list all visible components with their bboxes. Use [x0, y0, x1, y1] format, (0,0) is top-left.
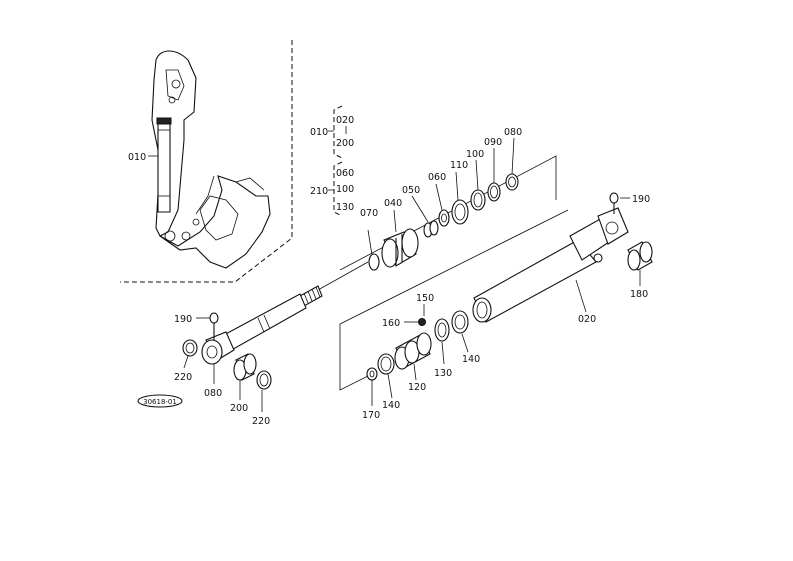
part-120-gland: 120 — [394, 332, 432, 393]
label-080-eye: 080 — [204, 388, 222, 399]
part-190-grease-left: 190 — [174, 312, 219, 340]
label-140-upper: 140 — [462, 354, 480, 365]
part-140-ring-lower: 140 — [377, 353, 400, 411]
label-060-group: 060 — [336, 168, 354, 179]
part-040-piston: 040 — [381, 198, 419, 268]
part-020-cylinder-tube: 020 — [339, 207, 629, 325]
label-020-tube: 020 — [578, 314, 596, 325]
label-220-right: 220 — [252, 416, 270, 427]
label-010-machine: 010 — [128, 152, 146, 163]
part-110-seal: 110 — [450, 160, 469, 225]
machine-overview-drawing: 010 — [120, 40, 293, 283]
label-170: 170 — [362, 410, 380, 421]
label-100: 100 — [466, 149, 484, 160]
boom-arm — [151, 50, 197, 237]
part-070-nut: 070 — [360, 208, 380, 271]
part-150-ball: 150 — [416, 293, 434, 316]
label-020-group: 020 — [336, 115, 354, 126]
part-080-ring: 080 — [504, 127, 522, 191]
label-090: 090 — [484, 137, 502, 148]
part-220-bushing-left: 220 — [174, 339, 198, 383]
label-010-group: 010 — [310, 127, 328, 138]
label-140-lower: 140 — [382, 400, 400, 411]
label-060: 060 — [428, 172, 446, 183]
piston-parts-lower: 170 140 120 160 150 — [339, 293, 480, 421]
drawing-number-stamp: 30618-01 — [137, 394, 183, 408]
label-130: 130 — [434, 368, 452, 379]
part-180-bush: 180 — [627, 241, 653, 300]
label-220-left: 220 — [174, 372, 192, 383]
assembly-groups: 010 020 200 210 060 100 130 — [310, 105, 354, 217]
label-150: 150 — [416, 293, 434, 304]
piston-parts-upper: 070 040 050 060 — [339, 127, 557, 271]
label-180: 180 — [630, 289, 648, 300]
overview-boundary — [120, 40, 293, 283]
label-080-ring: 080 — [504, 127, 522, 138]
label-100-group: 100 — [336, 184, 354, 195]
label-040: 040 — [384, 198, 402, 209]
part-170-nut: 170 — [362, 367, 380, 421]
part-220-bushing-right: 220 — [252, 370, 272, 427]
part-090-ring: 090 — [484, 137, 502, 202]
label-070: 070 — [360, 208, 378, 219]
label-120: 120 — [408, 382, 426, 393]
part-100-ring: 100 — [466, 149, 486, 211]
boom-cylinder — [157, 121, 171, 213]
part-080-rod-eye: 080 — [201, 331, 235, 399]
part-190-grease-right: 190 — [609, 192, 650, 214]
drawing-number: 30618-01 — [143, 398, 177, 406]
part-060-ring: 060 — [428, 172, 450, 227]
machine-frame — [159, 175, 271, 269]
part-rod-assembly: 080 190 220 200 220 — [174, 261, 369, 427]
label-200-group: 200 — [336, 138, 354, 149]
part-140-ring-upper: 140 — [451, 310, 480, 365]
label-200-bush: 200 — [230, 403, 248, 414]
label-110: 110 — [450, 160, 468, 171]
label-130-group: 130 — [336, 202, 354, 213]
piston-rod — [221, 293, 307, 353]
label-190-left: 190 — [174, 314, 192, 325]
label-190-right: 190 — [632, 194, 650, 205]
part-160-pin: 160 — [382, 318, 426, 329]
label-160: 160 — [382, 318, 400, 329]
part-050-collar: 050 — [402, 185, 439, 238]
label-210-group: 210 — [310, 186, 328, 197]
label-050: 050 — [402, 185, 420, 196]
part-200-bush: 200 — [230, 353, 257, 414]
part-130-ring: 130 — [434, 318, 452, 379]
